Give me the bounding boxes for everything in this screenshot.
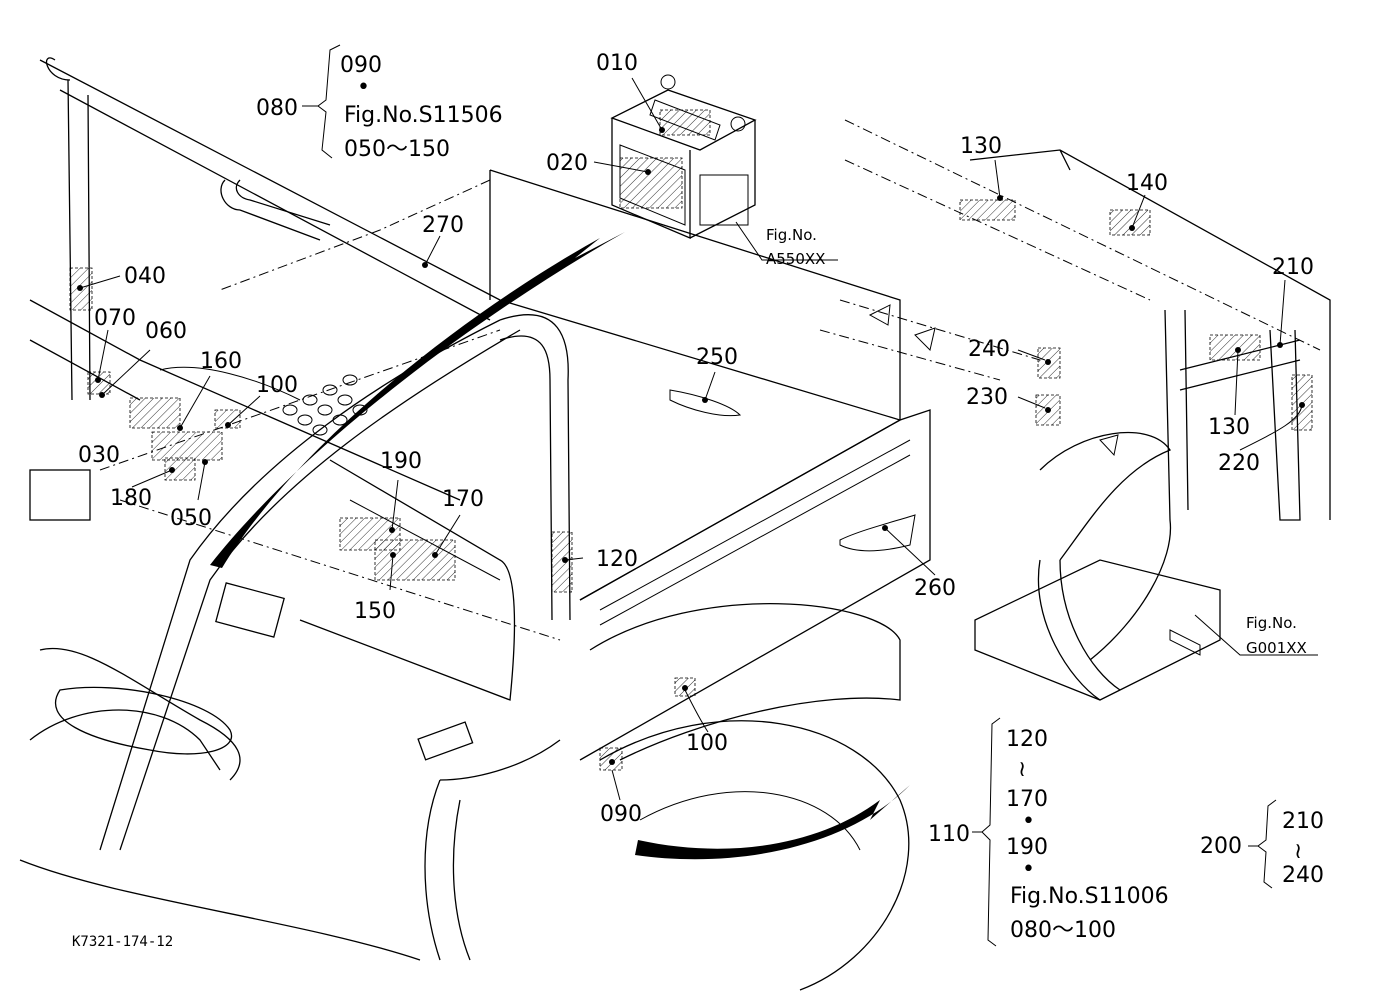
drawing-code: K7321-174-12	[72, 934, 173, 950]
callout-120: 120	[596, 547, 638, 572]
hitch-ref-code: G001XX	[1246, 639, 1307, 657]
callout-200: 200	[1200, 834, 1242, 859]
group-110-line2: 170	[1006, 787, 1048, 812]
group-110-line1: 120	[1006, 727, 1048, 752]
callout-130-lower: 130	[1208, 415, 1250, 440]
battery-fig-ref: Fig.No. A550XX	[766, 226, 825, 268]
callout-220: 220	[1218, 451, 1260, 476]
decal-050	[164, 457, 196, 481]
battery-ref-code: A550XX	[766, 250, 825, 268]
group-080-line2: Fig.No.S11506	[344, 103, 503, 128]
callout-070: 070	[94, 306, 136, 331]
group-brackets	[302, 44, 1277, 947]
callout-230: 230	[966, 385, 1008, 410]
wheel-arrow	[635, 785, 910, 860]
decal-090-low	[599, 747, 623, 771]
group-110-line4: Fig.No.S11006	[1010, 884, 1169, 909]
decal-140	[1109, 209, 1151, 236]
callout-170: 170	[442, 487, 484, 512]
battery-ref-label: Fig.No.	[766, 226, 817, 244]
callout-030: 030	[78, 443, 120, 468]
battery-hatch	[619, 157, 683, 209]
group-080-line3: 050～150	[344, 137, 450, 162]
callout-040: 040	[124, 264, 166, 289]
callout-100-lower: 100	[686, 731, 728, 756]
callout-190: 190	[380, 449, 422, 474]
callout-250: 250	[696, 345, 738, 370]
callout-160: 160	[200, 349, 242, 374]
battery-arrow	[210, 232, 625, 568]
vehicle-linework	[19, 57, 1331, 991]
callout-labels: 010 020 030 040 050 060 070 080 090 100 …	[78, 51, 1314, 859]
group-110-dot1: •	[1022, 809, 1035, 834]
group-200: 210 ≀ 240	[1282, 809, 1324, 888]
callout-110: 110	[928, 822, 970, 847]
group-080-line1: 090	[340, 53, 382, 78]
group-110: 120 ≀ 170 • 190 • Fig.No.S11006 080～100	[1006, 727, 1169, 943]
decal-070	[87, 371, 111, 395]
callout-100-upper: 100	[256, 373, 298, 398]
decal-160	[129, 397, 181, 429]
callout-090-lower: 090	[600, 802, 642, 827]
decal-150	[374, 539, 456, 581]
callout-080: 080	[256, 96, 298, 121]
group-080-dot: •	[357, 75, 370, 100]
group-110-dot2: •	[1022, 857, 1035, 882]
decal-areas	[69, 109, 1313, 771]
hitch-ref-label: Fig.No.	[1246, 614, 1297, 632]
group-110-tilde: ≀	[1018, 757, 1026, 782]
callout-140: 140	[1126, 171, 1168, 196]
callout-020: 020	[546, 151, 588, 176]
decal-180	[151, 431, 223, 461]
callout-260: 260	[914, 576, 956, 601]
group-200-tilde: ≀	[1294, 839, 1302, 864]
group-200-line2: 240	[1282, 863, 1324, 888]
callout-060: 060	[145, 319, 187, 344]
callout-050: 050	[170, 506, 212, 531]
leader-lines	[79, 77, 1318, 801]
callout-240: 240	[968, 337, 1010, 362]
callout-dots	[77, 127, 1305, 765]
group-080: 090 • Fig.No.S11506 050～150	[340, 53, 503, 162]
battery-top-hatch	[659, 109, 711, 136]
decal-130-low	[1209, 334, 1261, 361]
group-200-line1: 210	[1282, 809, 1324, 834]
decal-120	[551, 531, 573, 593]
hitch-fig-ref: Fig.No. G001XX	[1246, 614, 1307, 657]
decal-130-top	[959, 199, 1016, 221]
direction-arrows	[210, 232, 910, 860]
callout-270: 270	[422, 213, 464, 238]
callout-130-upper: 130	[960, 134, 1002, 159]
decal-100-top	[214, 409, 241, 429]
callout-210: 210	[1272, 255, 1314, 280]
callout-010: 010	[596, 51, 638, 76]
group-110-line5: 080～100	[1010, 918, 1116, 943]
callout-150: 150	[354, 599, 396, 624]
group-110-line3: 190	[1006, 835, 1048, 860]
callout-180: 180	[110, 486, 152, 511]
